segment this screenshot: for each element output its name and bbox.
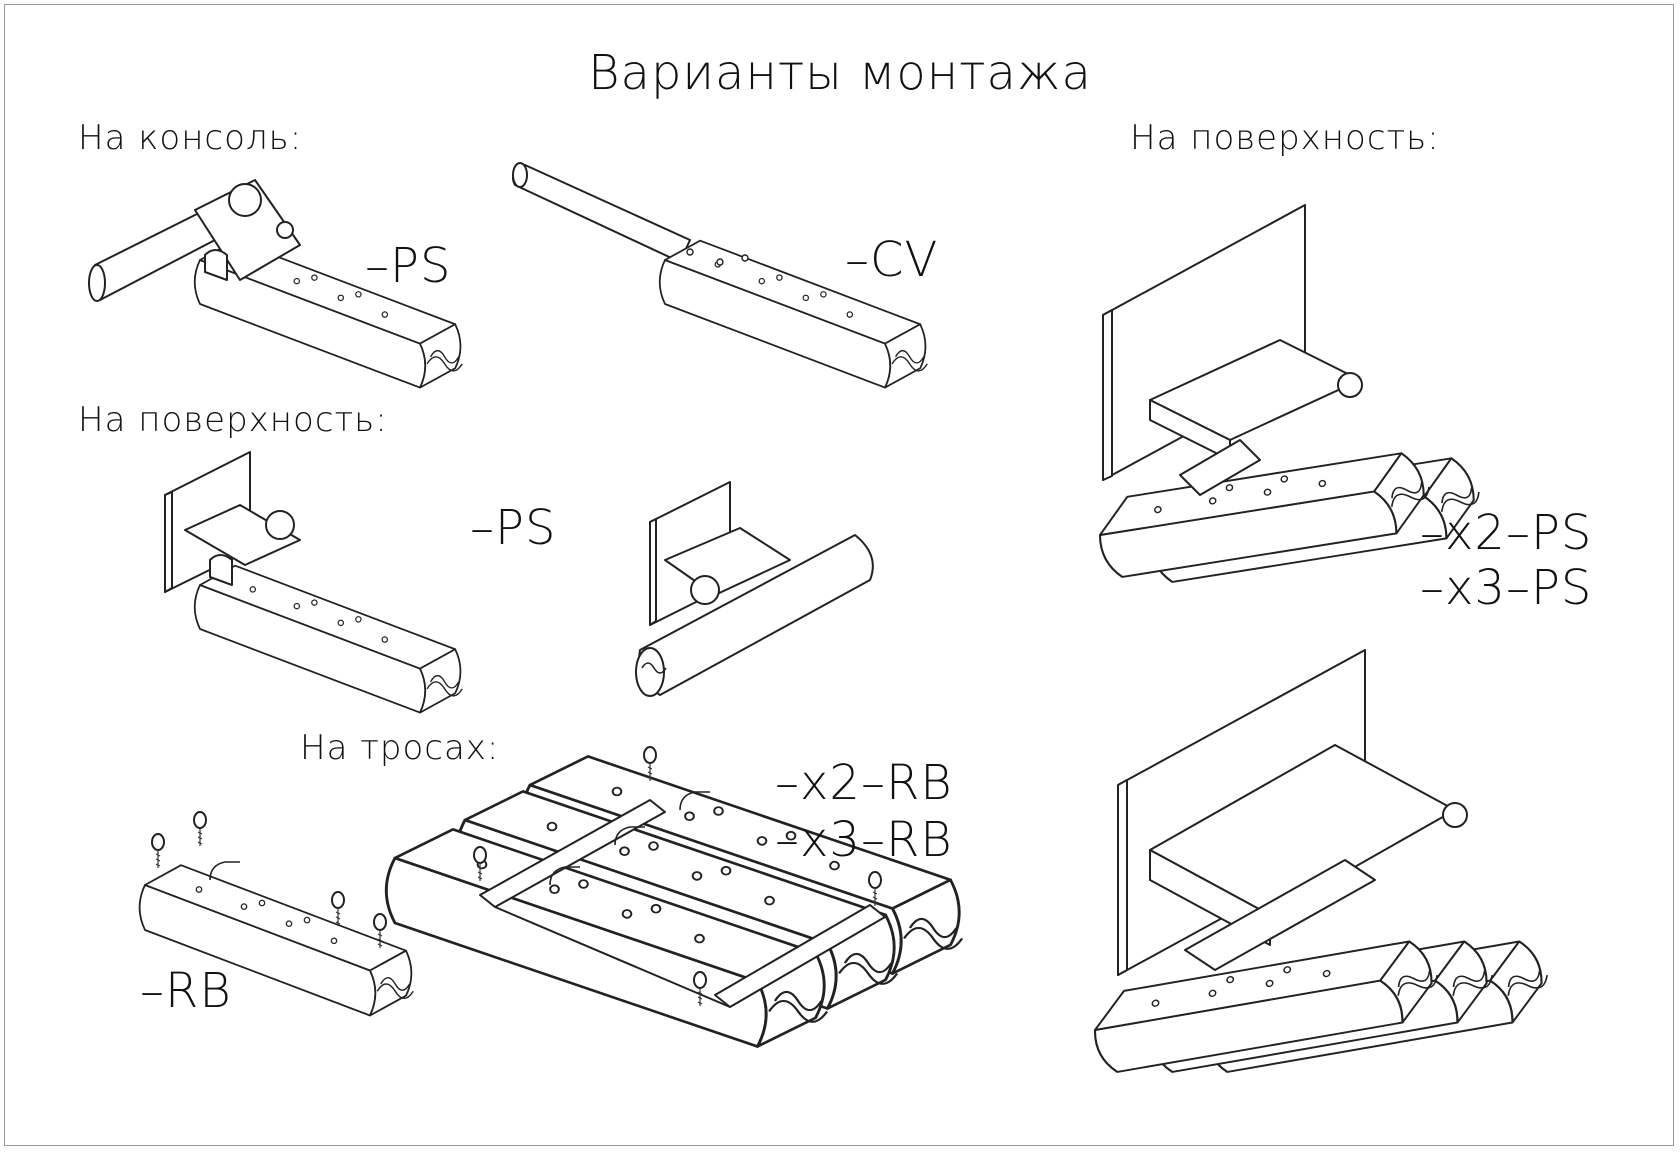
surface-ps-side-luminaire (635, 481, 874, 697)
page-title: Варианты монтажа (588, 45, 1092, 101)
code-surface-x2-ps: –x2–PS (1420, 505, 1593, 561)
surface-x3-ps-luminaire (1078, 649, 1561, 1152)
cables-rb-luminaire (138, 811, 415, 1017)
code-cables-rb: –RB (140, 963, 232, 1019)
console-ps-luminaire (88, 179, 464, 389)
section-surface-right-label: На поверхность: (1130, 118, 1440, 158)
surface-ps-luminaire (164, 451, 464, 714)
code-surface-x3-ps: –x3–PS (1420, 560, 1593, 616)
section-surface-left-label: На поверхность: (78, 400, 388, 440)
code-cables-x2-rb: –x2–RB (775, 755, 953, 811)
section-cables-label: На тросах: (300, 728, 500, 768)
code-cables-x3-rb: –x3–RB (775, 812, 953, 868)
cables-x3-rb-luminaire (384, 746, 964, 1048)
code-console-cv: –CV (845, 232, 939, 288)
surface-x2-ps-luminaire (1083, 204, 1492, 666)
console-cv-luminaire (512, 162, 929, 389)
code-console-ps: –PS (365, 238, 452, 294)
section-console-label: На консоль: (78, 118, 303, 158)
drawing-frame (4, 4, 1674, 1146)
code-surface-ps: –PS (470, 500, 557, 556)
